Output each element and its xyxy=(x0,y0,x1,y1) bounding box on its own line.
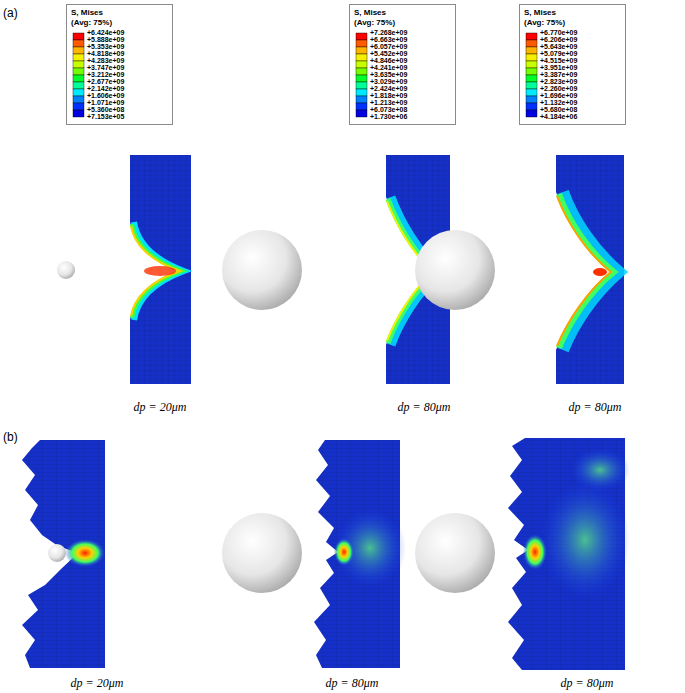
contour-value: +4.515e+09 xyxy=(540,57,577,65)
contour-legend-box: S, Mises(Avg: 75%)+6.424e+09+5.888e+09+5… xyxy=(66,4,173,125)
color-bar xyxy=(72,32,86,118)
contour-value: +5.888e+09 xyxy=(87,36,124,44)
contour-value: +1.696e+09 xyxy=(540,92,577,100)
contour-value: +5.079e+09 xyxy=(540,50,577,58)
contour-value: +6.057e+09 xyxy=(370,43,407,51)
particle xyxy=(222,230,302,310)
legend-heading: S, Mises xyxy=(71,8,103,17)
particle-size: dp = 80μm xyxy=(569,400,622,415)
particle xyxy=(415,230,495,310)
contour-legend-box: S, Mises(Avg: 75%)+7.268e+09+6.663e+09+6… xyxy=(349,4,456,125)
panel-tag: (b) xyxy=(3,430,18,444)
target-block xyxy=(130,155,191,384)
contour-value: +1.606e+09 xyxy=(87,92,124,100)
contour-value: +6.663e+09 xyxy=(370,36,407,44)
contour-value: +4.283e+09 xyxy=(87,57,124,65)
panel-tag: (a) xyxy=(3,6,18,20)
contour-value: +4.846e+09 xyxy=(370,57,407,65)
contour-value: +1.213e+09 xyxy=(370,99,407,107)
contour-value: +6.770e+09 xyxy=(540,29,577,37)
contour-value: +6.424e+09 xyxy=(87,29,124,37)
contour-value: +3.387e+09 xyxy=(540,71,577,79)
contour-value: +1.071e+09 xyxy=(87,99,124,107)
particle xyxy=(222,513,302,593)
color-bar xyxy=(525,32,539,118)
contour-value: +4.184e+06 xyxy=(540,113,577,121)
contour-value: +2.142e+09 xyxy=(87,85,124,93)
contour-value: +5.452e+09 xyxy=(370,50,407,58)
contour-value: +6.073e+08 xyxy=(370,106,407,114)
contour-value: +2.677e+09 xyxy=(87,78,124,86)
contour-value: +7.153e+05 xyxy=(87,113,124,121)
contour-value: +2.260e+09 xyxy=(540,85,577,93)
legend-heading: S, Mises xyxy=(524,8,556,17)
legend-heading: (Avg: 75%) xyxy=(354,18,395,27)
contour-value: +6.206e+09 xyxy=(540,36,577,44)
legend-heading: (Avg: 75%) xyxy=(71,18,112,27)
contour-value: +5.680e+08 xyxy=(540,106,577,114)
contour-value: +5.360e+08 xyxy=(87,106,124,114)
particle-size: dp = 20μm xyxy=(71,676,124,691)
contour-legend-box: S, Mises(Avg: 75%)+6.770e+09+6.206e+09+5… xyxy=(519,4,626,125)
particle-size: dp = 80μm xyxy=(561,676,614,691)
particle xyxy=(48,544,66,562)
particle-size: dp = 20μm xyxy=(134,400,187,415)
legend-heading: S, Mises xyxy=(354,8,386,17)
contour-value: +1.818e+09 xyxy=(370,92,407,100)
contour-value: +2.424e+09 xyxy=(370,85,407,93)
contour-value: +5.643e+09 xyxy=(540,43,577,51)
particle-size: dp = 80μm xyxy=(398,400,451,415)
contour-value: +3.951e+09 xyxy=(540,64,577,72)
contour-value: +3.635e+09 xyxy=(370,71,407,79)
particle xyxy=(57,261,75,279)
contour-value: +3.212e+09 xyxy=(87,71,124,79)
particle-size: dp = 80μm xyxy=(326,676,379,691)
legend-heading: (Avg: 75%) xyxy=(524,18,565,27)
contour-value: +7.268e+09 xyxy=(370,29,407,37)
particle xyxy=(415,513,495,593)
contour-value: +3.029e+09 xyxy=(370,78,407,86)
contour-value: +4.241e+09 xyxy=(370,64,407,72)
contour-value: +2.823e+09 xyxy=(540,78,577,86)
contour-value: +4.818e+09 xyxy=(87,50,124,58)
contour-value: +3.747e+09 xyxy=(87,64,124,72)
contour-value: +1.132e+09 xyxy=(540,99,577,107)
contour-value: +5.353e+09 xyxy=(87,43,124,51)
contour-value: +1.730e+06 xyxy=(370,113,407,121)
color-bar xyxy=(355,32,369,118)
